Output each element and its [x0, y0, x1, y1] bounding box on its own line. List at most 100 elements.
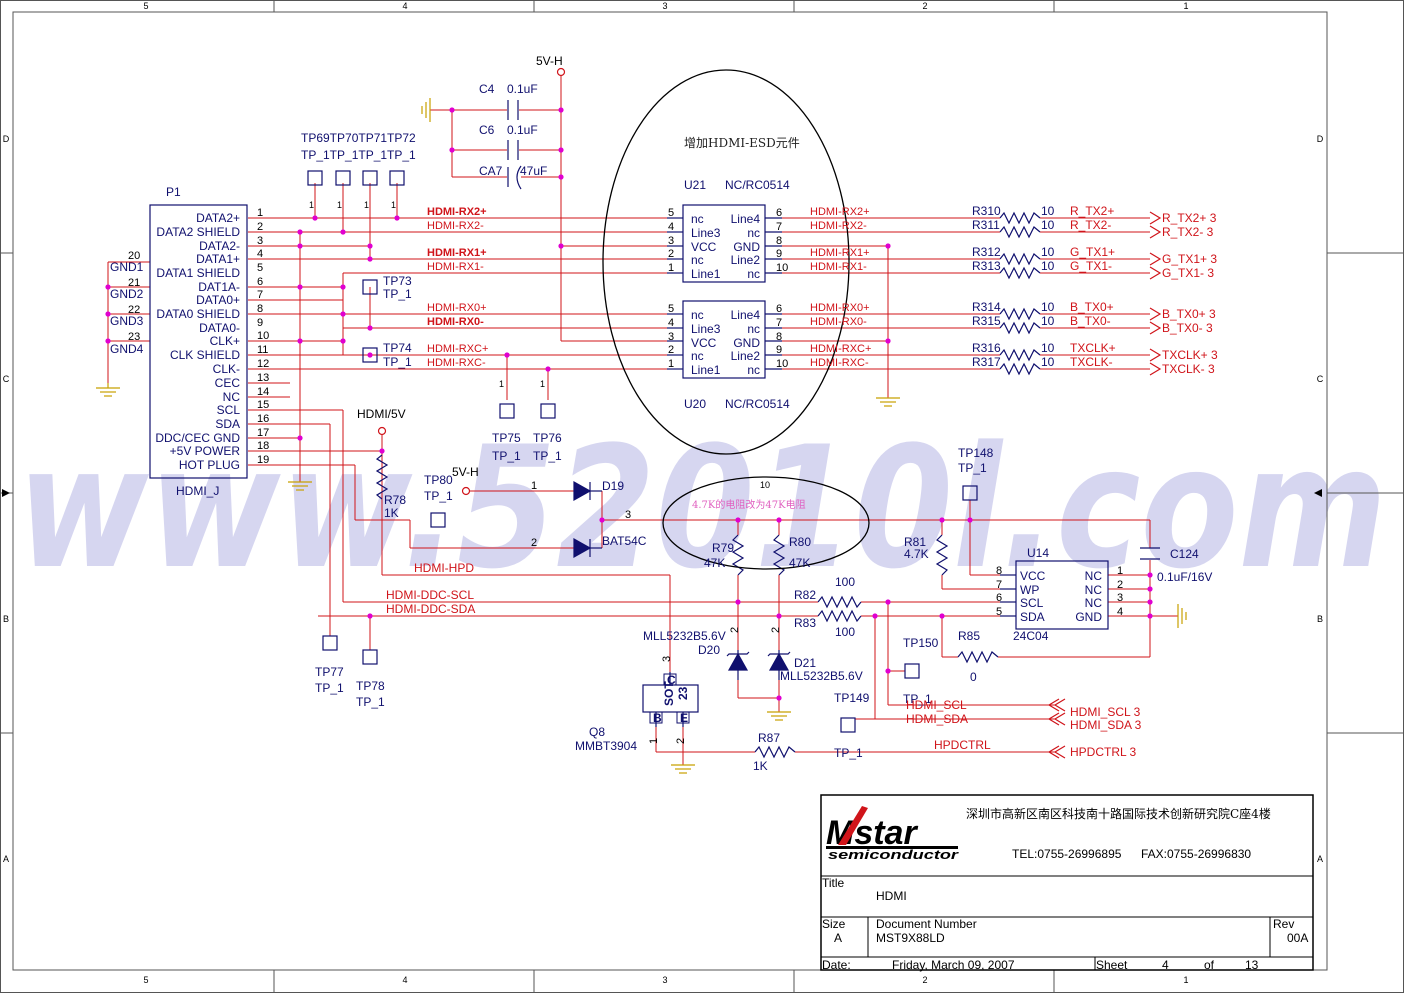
net-in-rxcn: HDMI-RXC-	[427, 357, 486, 369]
total-value: 13	[1245, 958, 1259, 972]
net-ddc-scl: HDMI-DDC-SCL	[386, 588, 474, 602]
q8-pin2: 2	[675, 738, 687, 744]
p1-pin-name-10: CLK+	[210, 334, 240, 348]
tp75-testpoint-icon	[499, 403, 515, 419]
row-label-right-d: D	[1317, 134, 1324, 144]
row-label-right-b: B	[1317, 614, 1323, 624]
u21-pin-name-l4: nc	[691, 253, 704, 267]
p1-pin-num-2: 2	[257, 221, 263, 233]
r82-val: 100	[835, 575, 855, 589]
d20-part: MLL5232B5.6V	[643, 629, 726, 643]
tp69-pin-1: 1	[309, 200, 314, 210]
u14-pin-num-l2: 7	[996, 579, 1002, 591]
tp77-ref: TP77	[315, 665, 344, 679]
net-btx0n: B_TX0-	[1070, 314, 1111, 328]
tp76-pin-1: 1	[540, 379, 545, 389]
u21-pin-num-r5: 10	[776, 262, 788, 274]
p1-pin-num-5: 5	[257, 262, 263, 274]
q8-pinC: C	[667, 673, 676, 687]
net-in-rx2p: HDMI-RX2+	[427, 206, 487, 218]
net-gtx1n: G_TX1-	[1070, 259, 1112, 273]
p1-pin-num-13: 13	[257, 372, 269, 384]
r78-resistor-icon	[375, 454, 389, 500]
col-label-bottom-3: 3	[662, 975, 667, 985]
tp73-val: TP_1	[383, 287, 412, 301]
port-txclkp: TXCLK+ 3	[1162, 348, 1218, 362]
net-in-rx1n: HDMI-RX1-	[427, 261, 484, 273]
c124-ref: C124	[1170, 547, 1199, 561]
ground-icon-zener	[767, 711, 791, 721]
p1-gnd-name-4: GND4	[110, 342, 144, 356]
p1-gnd-num-23: 23	[128, 331, 140, 343]
u14-pin-num-r1: 1	[1117, 565, 1123, 577]
u14-part: 24C04	[1013, 629, 1049, 643]
net-rtx2n: R_TX2-	[1070, 218, 1111, 232]
d21-ref: D21	[794, 656, 816, 670]
u21-pin-name-r1: Line4	[731, 212, 761, 226]
u20-part: NC/RC0514	[725, 397, 790, 411]
col-label-top-4: 4	[402, 1, 407, 11]
c4-ref: C4	[479, 82, 495, 96]
tp74-testpoint-icon	[362, 347, 378, 363]
p1-pin-num-7: 7	[257, 289, 263, 301]
p1-pin-name-19: HOT PLUG	[179, 458, 240, 472]
tp78-testpoint-icon	[362, 649, 378, 665]
d19-ref: D19	[602, 479, 624, 493]
port-txclkn: TXCLK- 3	[1162, 362, 1215, 376]
q8-pinE: E	[680, 711, 688, 725]
row-label-left-c: C	[3, 374, 10, 384]
net-mid-rx2p: HDMI-RX2+	[810, 206, 870, 218]
note2-value: 10	[760, 480, 770, 490]
p1-pin-name-7: DATA0+	[196, 293, 240, 307]
u20-pin-name-r5: nc	[747, 363, 760, 377]
tp74-val: TP_1	[383, 355, 412, 369]
r83-resistor-icon	[817, 609, 862, 623]
d19-pin2: 2	[531, 537, 537, 549]
tp78-ref: TP78	[356, 679, 385, 693]
r313-val: 10	[1041, 259, 1055, 273]
q8-pinB: B	[653, 711, 662, 725]
tp-top-values: TP_1TP_1TP_1TP_1	[301, 148, 416, 162]
r317-val: 10	[1041, 355, 1055, 369]
q8-pkg: SOT	[662, 681, 676, 706]
r316-val: 10	[1041, 341, 1055, 355]
col-label-bottom-2: 2	[922, 975, 927, 985]
p1-pin-name-9: DATA0-	[199, 321, 240, 335]
r87-ref: R87	[758, 731, 780, 745]
c4-val: 0.1uF	[507, 82, 538, 96]
p1-pin-num-10: 10	[257, 330, 269, 342]
junctions	[105, 107, 1153, 701]
r80-val: 47K	[789, 556, 810, 570]
r81-val: 4.7K	[904, 547, 929, 561]
net-hdmi-scl: HDMI_SCL	[906, 698, 967, 712]
net-in-rx1p: HDMI-RX1+	[427, 247, 487, 259]
docnum-label: Document Number	[876, 917, 977, 931]
u14-pin-num-r2: 2	[1117, 579, 1123, 591]
wires	[107, 72, 1178, 765]
p1-gnd-name-1: GND1	[110, 260, 144, 274]
net-mid-rx2n: HDMI-RX2-	[810, 220, 867, 232]
p1-ref: P1	[166, 185, 181, 199]
c124-capacitor-icon	[1140, 547, 1160, 560]
logo-swoosh-icon	[838, 806, 868, 845]
net-mid-rxcp: HDMI-RXC+	[810, 343, 871, 355]
r87-val: 1K	[753, 759, 768, 773]
col-label-bottom-1: 1	[1183, 975, 1188, 985]
tp73-ref: TP73	[383, 274, 412, 288]
tp80-ref: TP80	[424, 473, 453, 487]
of-label: of	[1204, 958, 1215, 972]
tp150-testpoint-icon	[904, 663, 920, 679]
net-mid-rxcn: HDMI-RXC-	[810, 357, 869, 369]
port-rtx2p: R_TX2+ 3	[1162, 211, 1217, 225]
net-ddc-sda: HDMI-DDC-SDA	[386, 602, 475, 616]
ca7-ref: CA7	[479, 164, 503, 178]
r85-ref: R85	[958, 629, 980, 643]
tp80-val: TP_1	[424, 489, 453, 503]
row-label-left-b: B	[3, 614, 9, 624]
p1-pin-num-8: 8	[257, 303, 263, 315]
u14-pin-num-r3: 3	[1117, 592, 1123, 604]
col-label-bottom-4: 4	[402, 975, 407, 985]
u14-pin-name-l2: WP	[1020, 583, 1039, 597]
ca7-capacitor-icon	[507, 165, 522, 190]
